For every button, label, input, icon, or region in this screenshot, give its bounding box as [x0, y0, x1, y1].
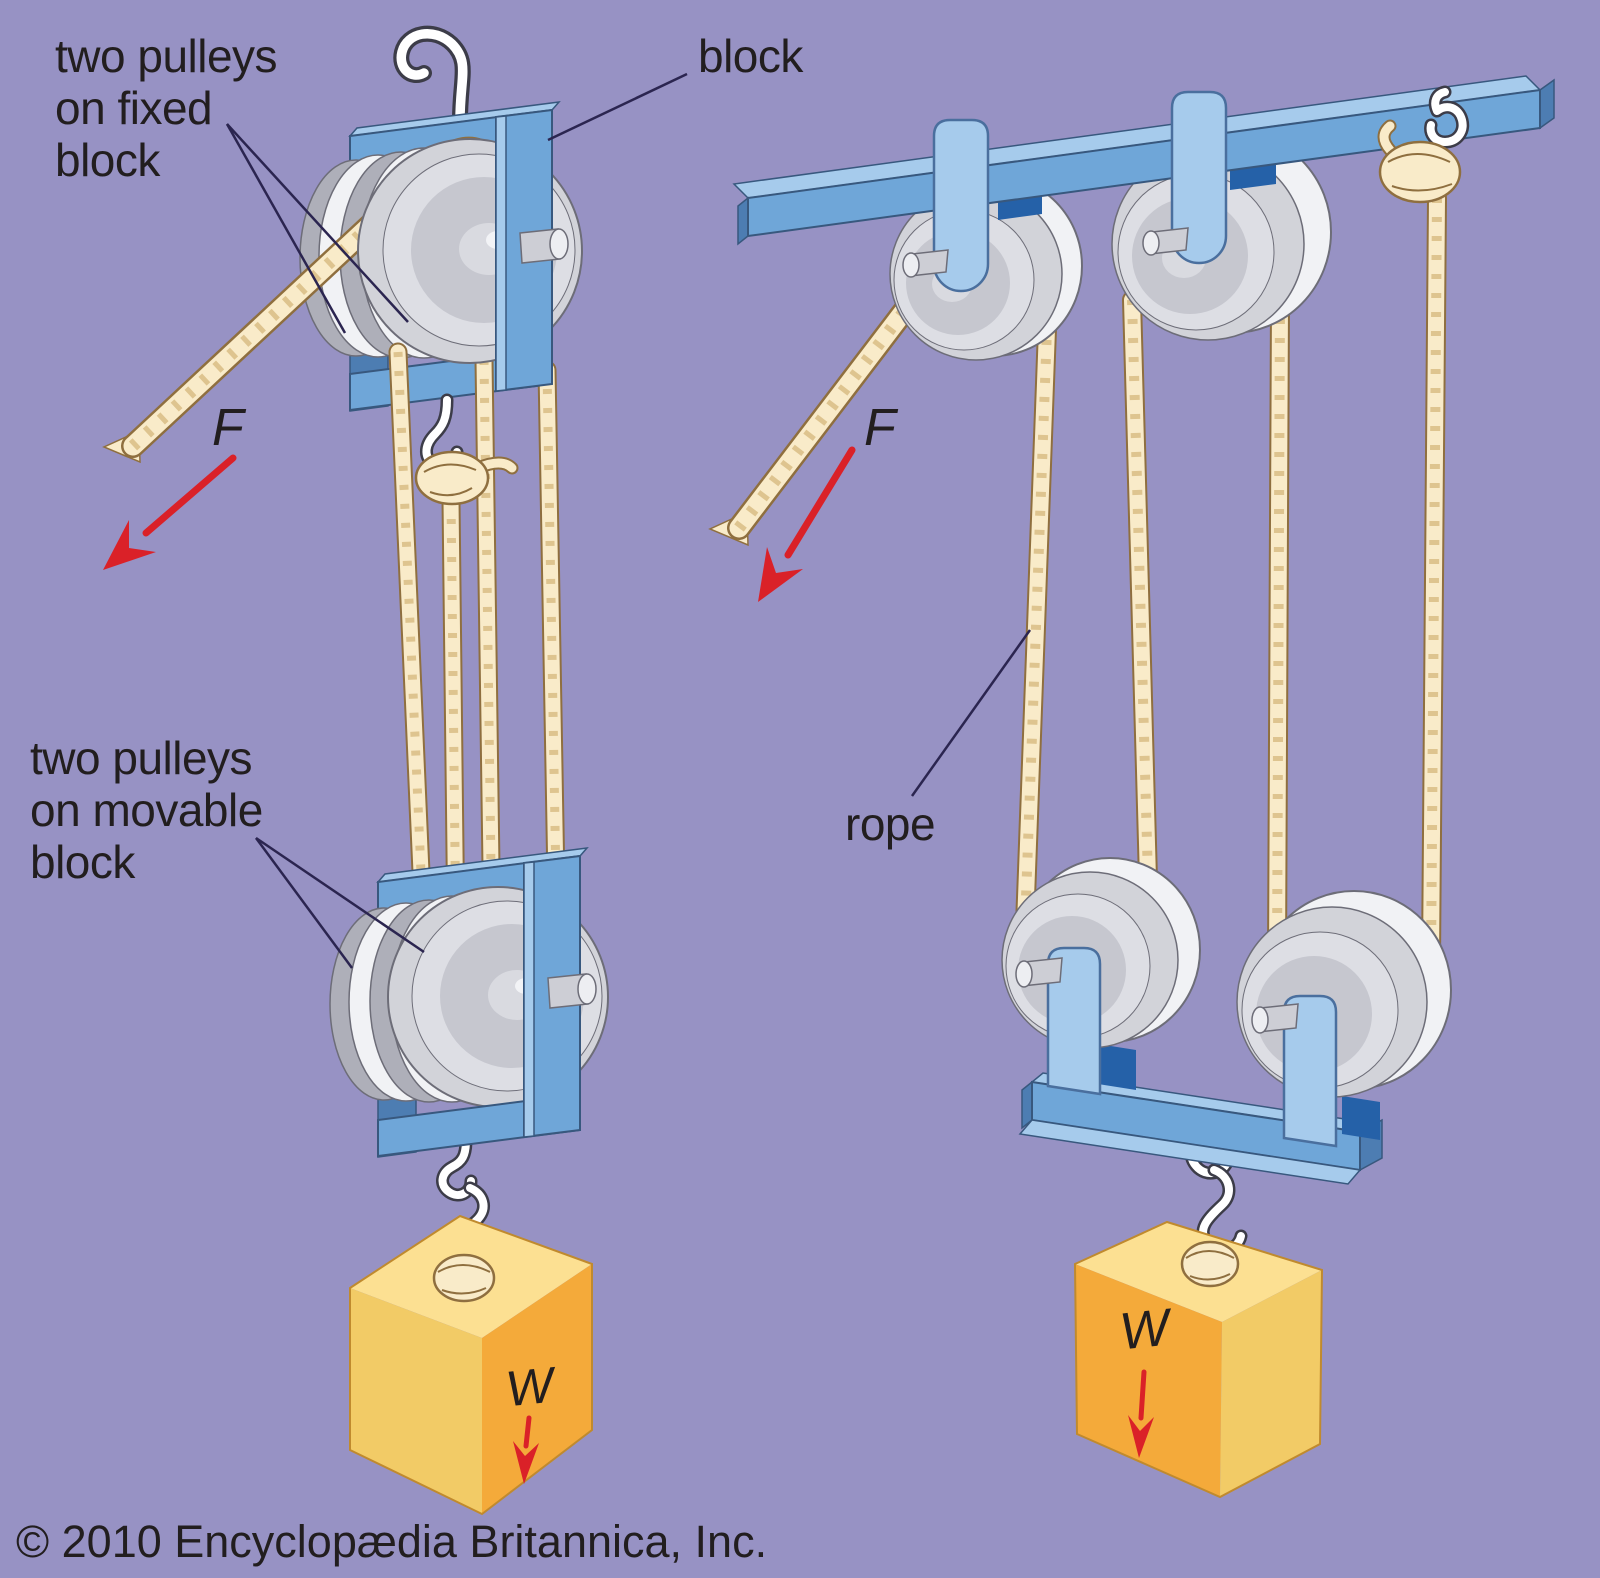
fixed-block-hook	[393, 25, 471, 160]
force-label-right: F	[864, 399, 896, 457]
fixed-block-label-line2: on fixed	[55, 82, 213, 134]
weight-label-left: W	[503, 1356, 557, 1418]
bar-flange-right	[1342, 1096, 1380, 1140]
rope-label: rope	[845, 798, 936, 850]
weight-arrow-right	[1128, 1369, 1154, 1458]
force-label-left: F	[212, 399, 244, 457]
left-system	[102, 25, 609, 1516]
beam-end-hook	[1424, 85, 1470, 149]
fixed-block-label-line1: two pulleys	[55, 30, 278, 82]
leader-movable-block-label	[254, 837, 354, 969]
leader-fixed-block-label	[225, 123, 347, 334]
leader-movable-block-label-2	[255, 836, 425, 954]
force-arrow-right	[758, 446, 856, 602]
movable-block-label: two pulleys on movable block	[30, 732, 263, 888]
beam-bracket-right	[1142, 90, 1228, 265]
movable-block-label-line2: on movable	[30, 784, 263, 836]
fixed-block-label: two pulleys on fixed block	[55, 30, 278, 186]
leader-block-label	[547, 72, 688, 142]
leader-lines	[225, 72, 1032, 969]
rope-knot-on-left-cube	[432, 1253, 496, 1303]
weight-cube-right	[1073, 1220, 1324, 1499]
bar-flange-left	[1098, 1044, 1136, 1090]
copyright-text: © 2010 Encyclopædia Britannica, Inc.	[16, 1516, 768, 1567]
movable-block-label-line3: block	[30, 836, 135, 888]
rope-knot-on-right-cube	[1180, 1240, 1240, 1288]
bar-bracket-left	[1015, 946, 1102, 1096]
beam-bracket-left	[902, 118, 990, 293]
leader-fixed-block-label-2	[226, 123, 409, 323]
leader-rope-label	[910, 629, 1032, 797]
fixed-block-label-line3: block	[55, 134, 160, 186]
movable-block-label-line1: two pulleys	[30, 732, 253, 784]
weight-label-right: W	[1117, 1298, 1172, 1362]
right-system	[708, 75, 1555, 1499]
force-arrow-left	[103, 454, 237, 570]
bar-bracket-right	[1251, 994, 1338, 1148]
weight-arrow-left	[513, 1415, 539, 1484]
rope-knot-at-beam	[1377, 119, 1462, 204]
tackle-strands-right-system	[708, 188, 1447, 970]
fixed-block-axle-pin	[519, 228, 569, 264]
movable-block-axle-pin	[547, 973, 597, 1009]
block-label: block	[698, 30, 803, 82]
tackle-strands-left-system	[388, 342, 567, 950]
